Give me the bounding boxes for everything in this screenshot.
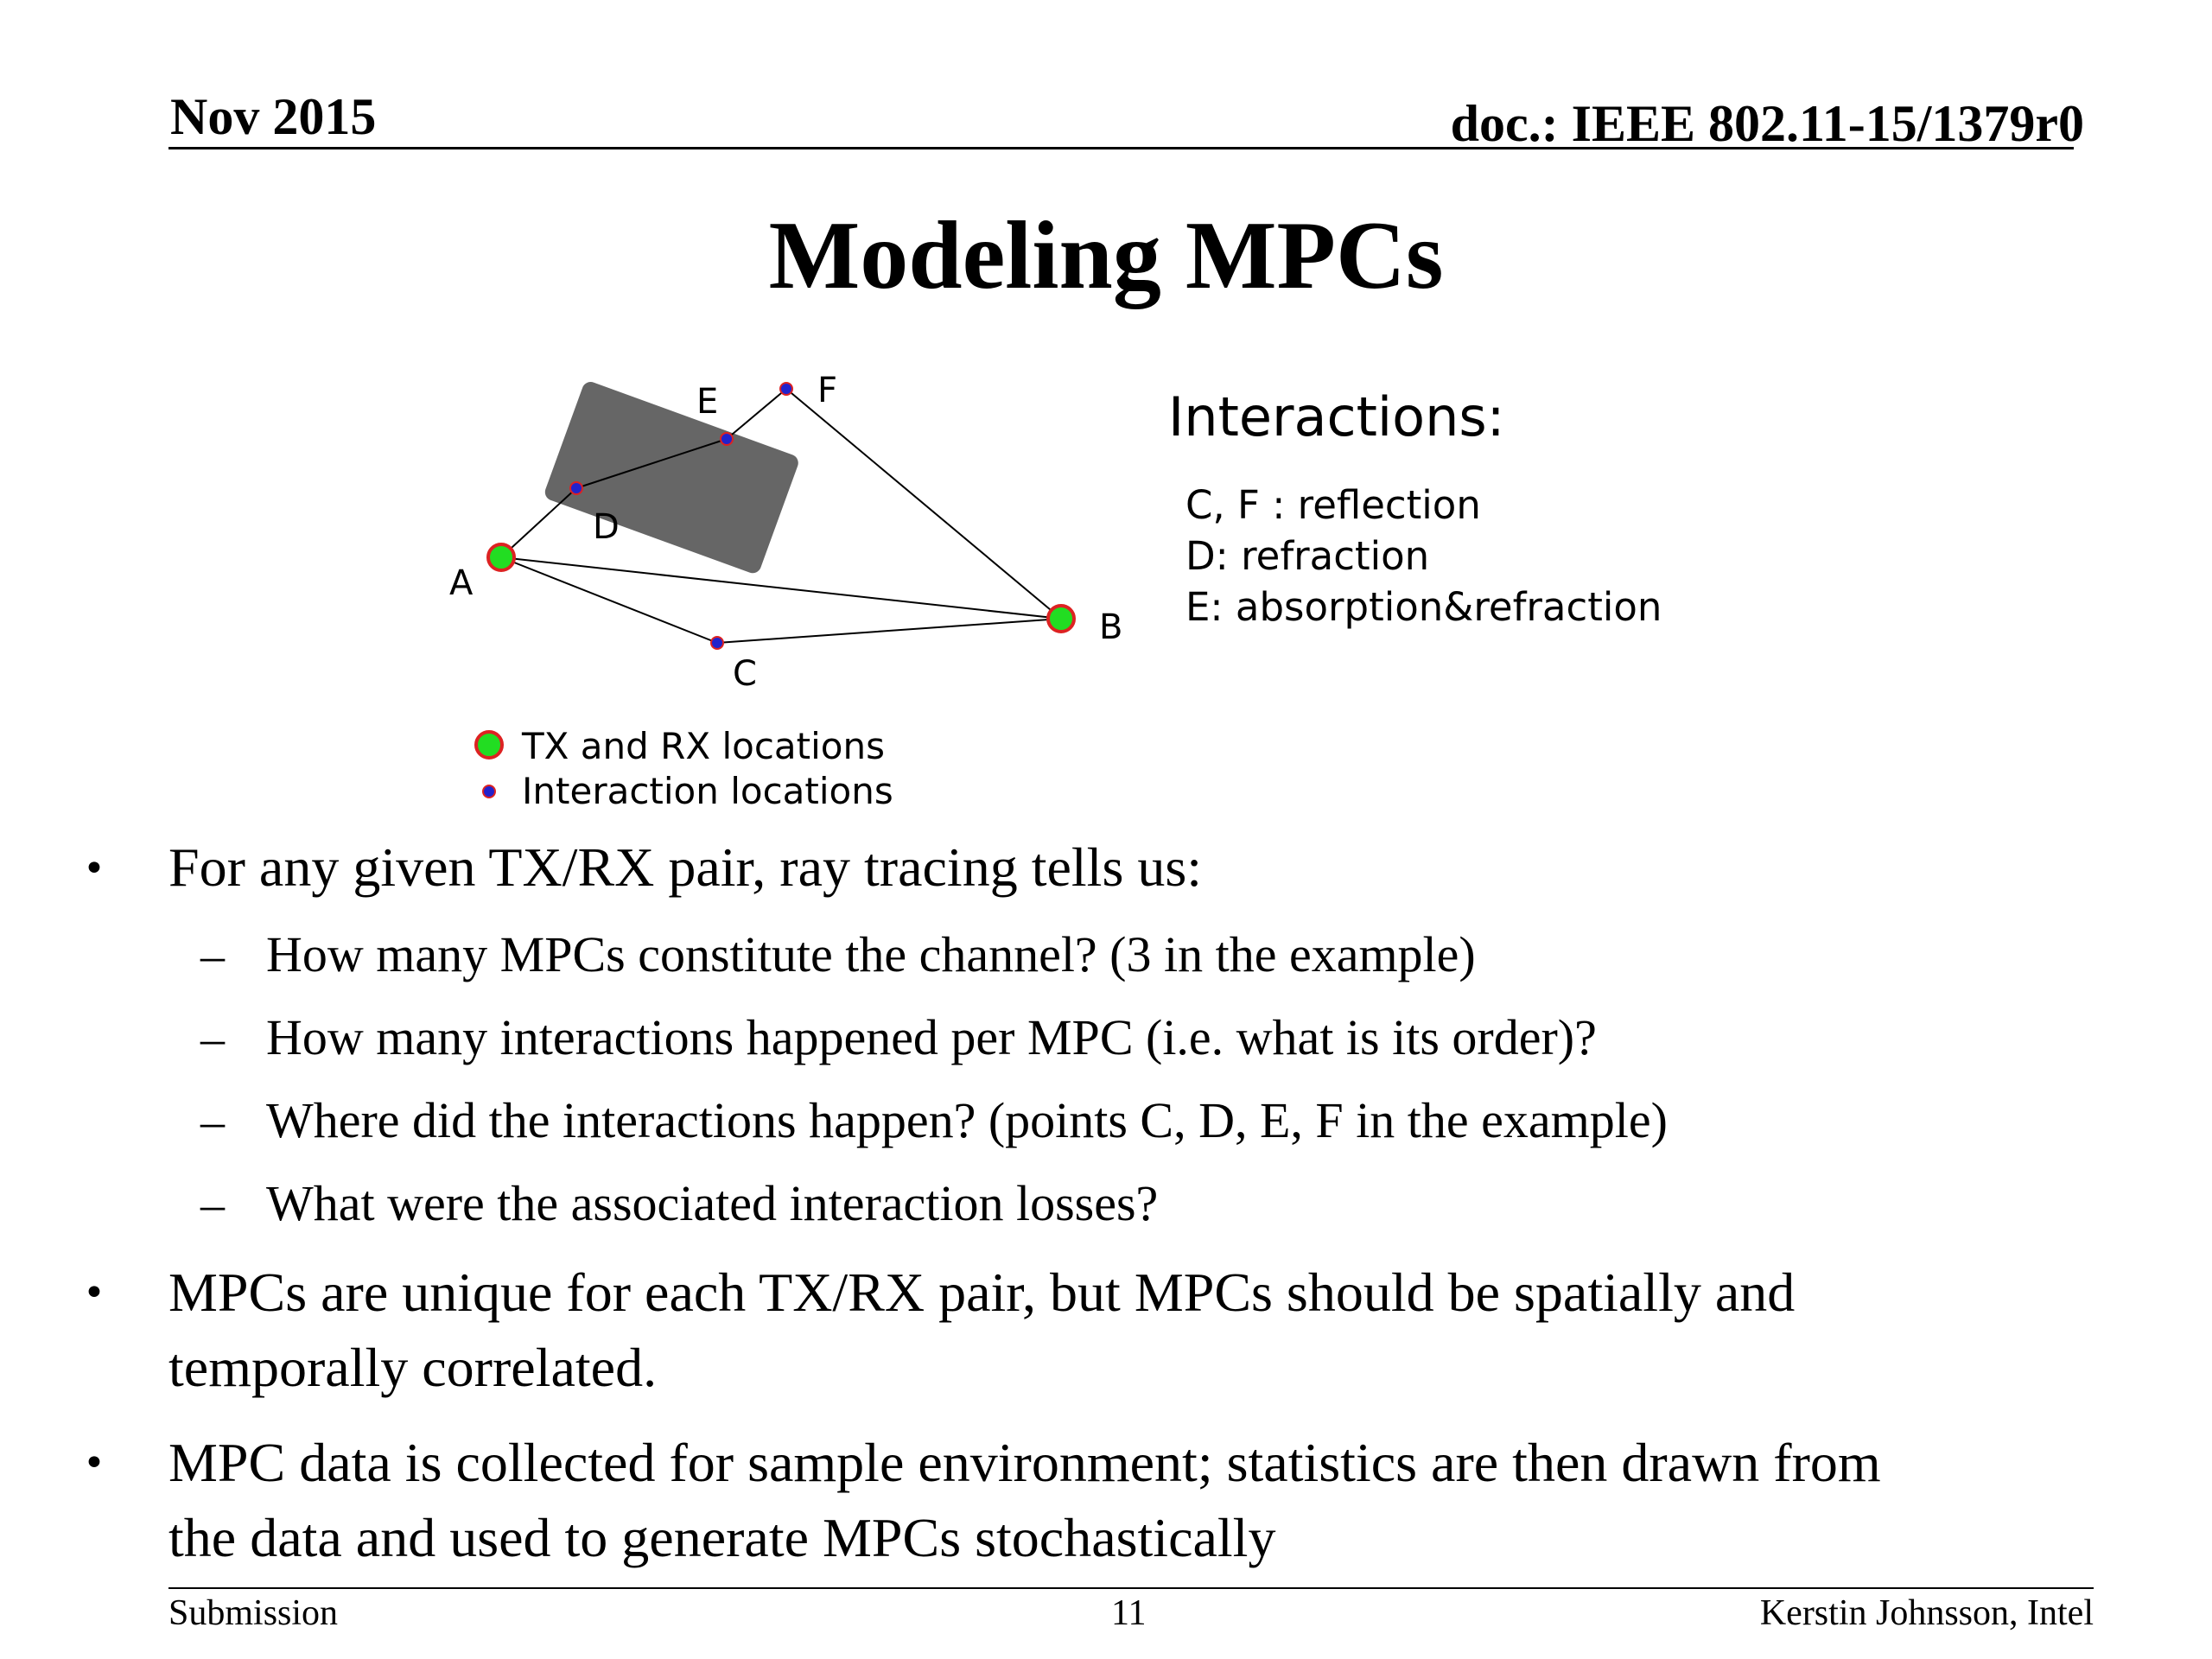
obstacle-rect [544,382,798,574]
rx-point-b [1046,604,1076,633]
label-c: C [733,654,757,694]
bullet-3-line-2: the data and used to generate MPCs stoch… [168,1507,1276,1568]
bullet-marker-1: • [83,847,105,891]
slide-title: Modeling MPCs [768,202,1444,309]
sub-dash-3: – [200,1095,225,1148]
path-a-d [500,487,577,558]
interaction-point-f [779,382,793,396]
sub-bullet-3: Where did the interactions happen? (poin… [266,1092,1668,1148]
bullet-marker-2: • [83,1271,105,1315]
legend-tx-rx-label: TX and RX locations [522,725,885,767]
interaction-point-c [710,636,724,650]
legend-interaction-label: Interaction locations [522,770,893,812]
bullet-2-line-2: temporally correlated. [168,1337,658,1398]
interaction-line-1: C, F : reflection [1185,482,1481,528]
interaction-point-d [569,481,583,495]
interaction-line-2: D: refraction [1185,533,1430,579]
sub-dash-2: – [200,1012,225,1065]
bullet-2-line-1: MPCs are unique for each TX/RX pair, but… [168,1262,1796,1323]
sub-bullet-2: How many interactions happened per MPC (… [266,1009,1597,1065]
path-f-b [785,388,1062,620]
footer-rule [168,1587,2094,1589]
header-doc-id: doc.: IEEE 802.11-15/1379r0 [1450,95,2084,152]
sub-dash-4: – [200,1178,225,1231]
bullet-3-line-1: MPC data is collected for sample environ… [168,1432,1881,1493]
path-a-c [500,556,718,644]
interactions-heading: Interactions: [1168,385,1505,448]
path-e-f [726,388,787,440]
tx-point-a [486,543,516,572]
bullet-1-text: For any given TX/RX pair, ray tracing te… [168,836,1203,898]
path-c-b [716,618,1062,644]
bullet-marker-3: • [83,1441,105,1485]
sub-dash-1: – [200,929,225,982]
path-a-b [500,556,1062,620]
header-date: Nov 2015 [170,88,377,145]
header-rule [168,147,2074,149]
sub-bullet-1: How many MPCs constitute the channel? (3… [266,926,1476,982]
label-a: A [449,563,474,603]
interaction-point-e [720,432,734,446]
footer-submission: Submission [168,1593,339,1633]
label-e: E [696,382,719,422]
interaction-line-3: E: absorption&refraction [1185,584,1662,630]
path-d-e [575,438,728,489]
footer-author: Kerstin Johnsson, Intel [1759,1593,2094,1633]
footer-page-number: 11 [1111,1593,1147,1633]
label-f: F [817,371,838,410]
sub-bullet-4: What were the associated interaction los… [266,1175,1159,1231]
label-b: B [1099,607,1123,647]
legend-tx-rx-marker [474,730,504,760]
label-d: D [593,507,620,547]
legend-interaction-marker [482,785,496,798]
